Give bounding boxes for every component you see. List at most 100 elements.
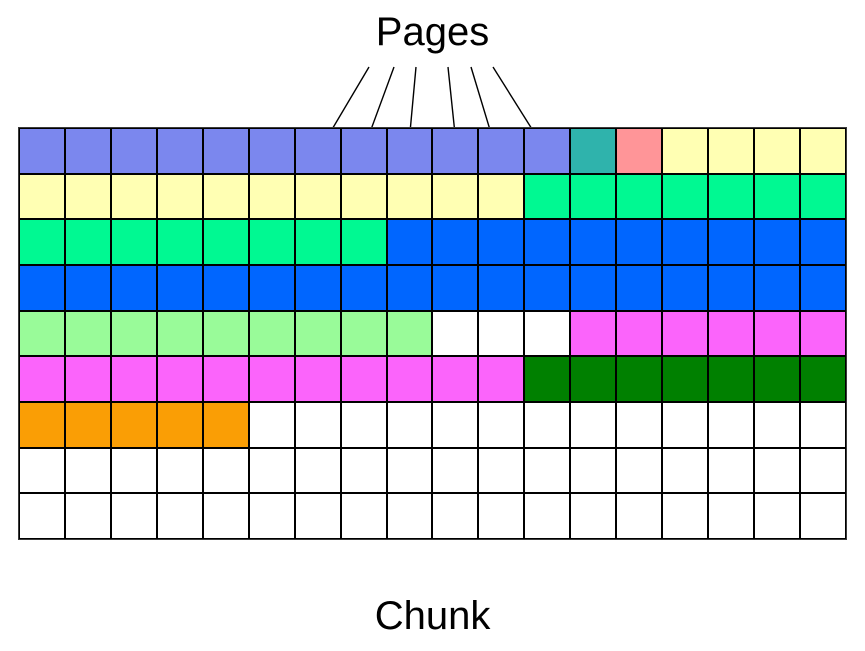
page-cell (110, 493, 157, 539)
page-cell (432, 356, 479, 402)
page-cell (570, 356, 617, 402)
page-cell (524, 356, 571, 402)
page-cell (432, 493, 479, 539)
page-cell (662, 493, 709, 539)
page-cell (202, 447, 249, 494)
page-cell (616, 356, 663, 402)
page-cell (616, 310, 663, 357)
page-cell (800, 219, 846, 265)
page-cell (248, 402, 295, 448)
page-cell (800, 356, 846, 402)
page-cell (202, 173, 249, 220)
page-cell (754, 493, 801, 539)
page-cell (662, 402, 709, 448)
page-cell (248, 493, 295, 539)
page-cell (19, 356, 65, 402)
page-cell (248, 310, 295, 357)
page-cell (110, 265, 157, 311)
page-cell (708, 173, 755, 220)
page-cell (386, 493, 433, 539)
page-cell (754, 173, 801, 220)
page-cell (432, 447, 479, 494)
page-cell (524, 310, 571, 357)
page-cell (64, 265, 111, 311)
page-cell (64, 219, 111, 265)
chunk-label: Chunk (374, 594, 491, 638)
pages-label: Pages (375, 10, 490, 54)
page-cell (800, 173, 846, 220)
page-cell (110, 219, 157, 265)
page-cell (708, 128, 755, 174)
page-cell (19, 402, 65, 448)
page-cell (800, 447, 846, 494)
page-cell (19, 265, 65, 311)
page-cell (202, 402, 249, 448)
page-cell (616, 493, 663, 539)
page-cell (800, 493, 846, 539)
page-cell (64, 128, 111, 174)
page-cell (524, 493, 571, 539)
page-cell (432, 219, 479, 265)
page-cell (524, 173, 571, 220)
page-cell (386, 310, 433, 357)
page-cell (570, 173, 617, 220)
page-cell (432, 128, 479, 174)
page-cell (478, 493, 525, 539)
page-cell (156, 128, 203, 174)
page-cell (110, 173, 157, 220)
page-cell (708, 265, 755, 311)
page-cell (340, 493, 387, 539)
page-cell (202, 310, 249, 357)
page-cell (340, 402, 387, 448)
page-cell (294, 356, 341, 402)
page-cell (156, 219, 203, 265)
page-cell (202, 265, 249, 311)
page-cell (708, 447, 755, 494)
page-cell (570, 447, 617, 494)
page-cell (19, 493, 65, 539)
page-cell (110, 402, 157, 448)
page-cell (19, 128, 65, 174)
page-cell (202, 128, 249, 174)
page-cell (478, 265, 525, 311)
page-cell (524, 447, 571, 494)
page-cell (708, 356, 755, 402)
page-cell (340, 310, 387, 357)
page-cell (19, 447, 65, 494)
page-cell (202, 493, 249, 539)
page-cell (662, 356, 709, 402)
page-cell (19, 310, 65, 357)
page-cell (524, 402, 571, 448)
page-cell (340, 173, 387, 220)
page-cell (294, 265, 341, 311)
page-cell (386, 219, 433, 265)
page-cell (800, 402, 846, 448)
page-cell (156, 447, 203, 494)
page-cell (248, 128, 295, 174)
page-cell (64, 447, 111, 494)
page-cell (340, 447, 387, 494)
page-cell (524, 265, 571, 311)
page-cell (570, 128, 617, 174)
page-cell (754, 447, 801, 494)
page-cell (754, 219, 801, 265)
page-cell (800, 265, 846, 311)
page-cell (340, 356, 387, 402)
page-cell (386, 128, 433, 174)
page-cell (570, 493, 617, 539)
page-cell (478, 310, 525, 357)
page-cell (478, 447, 525, 494)
page-cell (386, 402, 433, 448)
page-cell (294, 219, 341, 265)
page-cell (19, 219, 65, 265)
page-cell (156, 356, 203, 402)
page-cell (248, 219, 295, 265)
page-cell (248, 173, 295, 220)
page-cell (570, 265, 617, 311)
page-cell (432, 310, 479, 357)
page-cell (156, 265, 203, 311)
page-grid (18, 127, 847, 540)
page-cell (202, 219, 249, 265)
page-cell (570, 402, 617, 448)
